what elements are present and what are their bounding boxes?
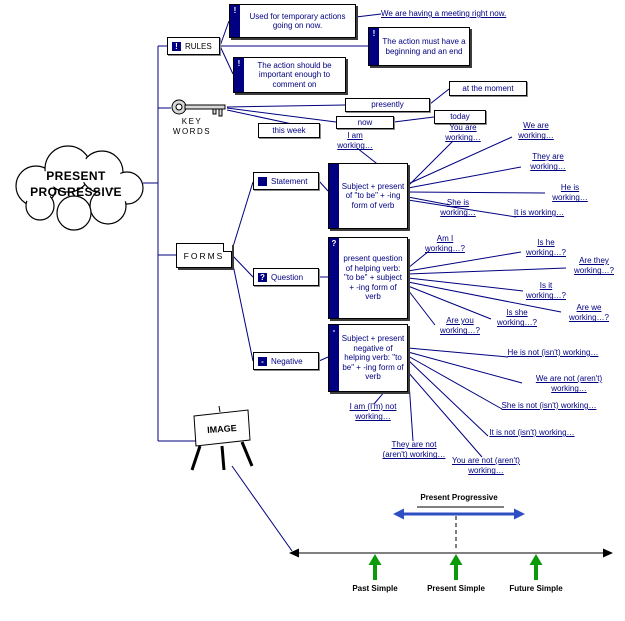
- rules-label: RULES: [185, 41, 212, 51]
- statement-bar-icon: [329, 164, 339, 228]
- question-example-link[interactable]: Is she working…?: [496, 308, 537, 328]
- timeline-label-past-simple: Past Simple: [352, 584, 398, 593]
- negative-example-link[interactable]: It is not (isn't) working…: [489, 428, 575, 437]
- central-topic-cloud[interactable]: PRESENT PROGRESSIVE: [6, 136, 146, 232]
- negative-label: Negative: [271, 356, 303, 366]
- key-icon: [171, 99, 226, 117]
- rule-note-temporary-actions[interactable]: ! Used for temporary actions going on no…: [229, 4, 356, 38]
- rule-note-text: The action should be important enough to…: [257, 60, 332, 89]
- easel-icon: IMAGE: [190, 405, 254, 471]
- negative-example-link[interactable]: We are not (aren't) working…: [535, 374, 603, 394]
- statement-example-link[interactable]: They are working…: [530, 152, 566, 172]
- central-topic-line2: PROGRESSIVE: [30, 185, 122, 199]
- keyword-at-the-moment[interactable]: at the moment: [449, 81, 527, 96]
- negative-example-link[interactable]: I am (I'm) not working…: [349, 402, 397, 422]
- question-mark-icon: ?: [329, 238, 339, 318]
- negative-tab[interactable]: - Negative: [253, 352, 319, 370]
- question-example-link[interactable]: Is he working…?: [525, 238, 566, 258]
- statement-example-link[interactable]: He is working…: [552, 183, 588, 203]
- negative-example-link[interactable]: You are not (aren't) working…: [452, 456, 520, 476]
- question-example-link[interactable]: Are they working…?: [573, 256, 614, 276]
- timeline-title: Present Progressive: [420, 493, 498, 502]
- forms-branch-node[interactable]: FORMS: [176, 243, 232, 268]
- question-example-link[interactable]: Are we working…?: [568, 303, 609, 323]
- exclamation-icon: !: [234, 58, 244, 92]
- timeline-label-future-simple: Future Simple: [509, 584, 563, 593]
- keyword-now[interactable]: now: [336, 116, 394, 129]
- present-progressive-span-arrow: [393, 508, 525, 520]
- key-words-label: KEY WORDS: [157, 117, 227, 137]
- question-label: Question: [271, 272, 304, 282]
- central-topic-title: PRESENT PROGRESSIVE: [6, 136, 146, 232]
- question-example-link[interactable]: Am I working…?: [424, 234, 465, 254]
- question-body-text: present question of helping verb: "to be…: [343, 254, 403, 302]
- negative-example-link[interactable]: She is not (isn't) working…: [501, 401, 597, 410]
- negative-example-link[interactable]: He is not (isn't) working…: [507, 348, 599, 357]
- key-words-branch-node[interactable]: [170, 96, 228, 123]
- timeline-right-arrowhead-icon: [603, 548, 613, 558]
- key-words-label-line2: WORDS: [172, 127, 212, 136]
- exclamation-icon: !: [369, 28, 379, 65]
- central-topic-line1: PRESENT: [46, 168, 106, 183]
- keyword-presently[interactable]: presently: [345, 98, 430, 112]
- tense-marker-arrows: [368, 554, 543, 580]
- minus-icon: -: [258, 356, 267, 366]
- timeline-label-present-simple: Present Simple: [427, 584, 485, 593]
- image-branch-label: IMAGE: [207, 423, 237, 435]
- timeline-axis: [289, 506, 613, 558]
- keyword-this-week[interactable]: this week: [258, 123, 320, 138]
- rule-note-beginning-end[interactable]: ! The action must have a beginning and a…: [368, 27, 470, 66]
- statement-label: Statement: [271, 176, 308, 186]
- minus-icon: -: [329, 325, 339, 391]
- exclamation-icon: !: [172, 41, 181, 51]
- statement-example-link[interactable]: She is working…: [440, 198, 476, 218]
- statement-tab[interactable]: Statement: [253, 172, 319, 190]
- cloud-shape-icon: [15, 145, 144, 231]
- rule-note-text: Used for temporary actions going on now.: [249, 11, 346, 30]
- question-body-note[interactable]: ? present question of helping verb: "to …: [328, 237, 408, 319]
- image-branch-node[interactable]: IMAGE: [186, 405, 258, 479]
- statement-icon: [258, 176, 267, 186]
- rules-example-link[interactable]: We are having a meeting right now.: [381, 9, 507, 18]
- key-words-label-line1: KEY: [181, 117, 203, 126]
- timeline-left-arrowhead-icon: [289, 548, 299, 558]
- keyword-today[interactable]: today: [434, 110, 486, 124]
- statement-example-link[interactable]: I am working…: [337, 131, 373, 151]
- negative-body-note[interactable]: - Subject + present negative of helping …: [328, 324, 408, 392]
- folded-corner-icon: [223, 243, 232, 252]
- question-example-link[interactable]: Is it working…?: [525, 281, 566, 301]
- question-example-link[interactable]: Are you working…?: [439, 316, 480, 336]
- statement-example-link[interactable]: It is working…: [513, 208, 565, 217]
- branch-lines: [143, 13, 567, 552]
- question-mark-icon: ?: [258, 272, 267, 282]
- statement-body-note[interactable]: Subject + present of "to be" + -ing form…: [328, 163, 408, 229]
- forms-label: FORMS: [183, 250, 225, 261]
- statement-body-text: Subject + present of "to be" + -ing form…: [341, 181, 405, 210]
- rule-note-important[interactable]: ! The action should be important enough …: [233, 57, 346, 93]
- negative-example-link[interactable]: They are not (aren't) working…: [382, 440, 446, 460]
- exclamation-icon: !: [230, 5, 240, 37]
- statement-example-link[interactable]: We are working…: [518, 121, 554, 141]
- question-tab[interactable]: ? Question: [253, 268, 319, 286]
- statement-example-link[interactable]: You are working…: [445, 123, 481, 143]
- rule-note-text: The action must have a beginning and an …: [382, 37, 466, 56]
- rules-branch-node[interactable]: ! RULES: [167, 37, 220, 55]
- negative-body-text: Subject + present negative of helping ve…: [341, 334, 405, 382]
